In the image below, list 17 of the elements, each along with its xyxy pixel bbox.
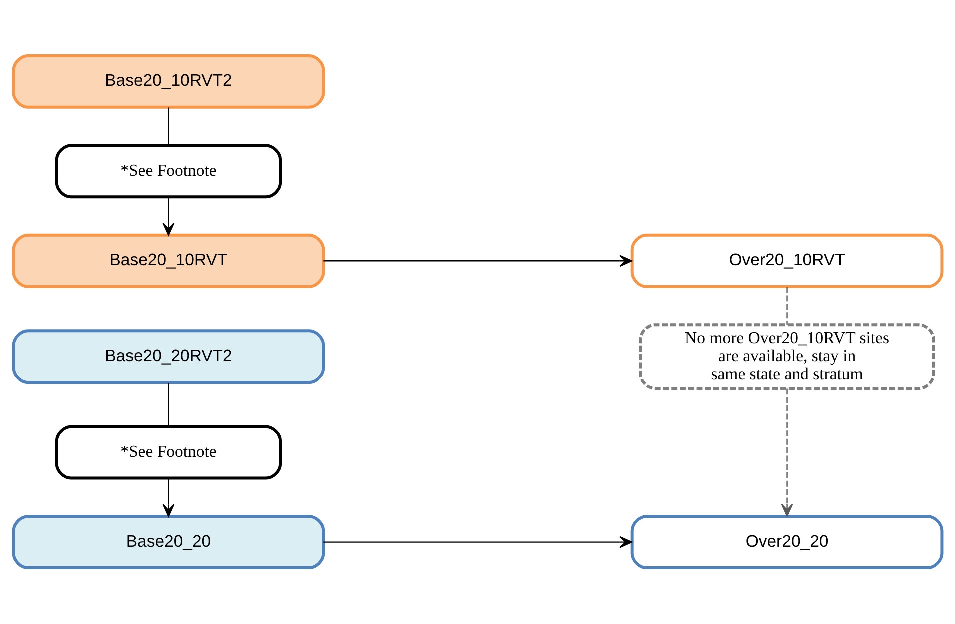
node-box: *See Footnote	[54, 144, 282, 199]
node-box: Over20_20	[630, 515, 944, 570]
arrow	[162, 478, 174, 518]
connector	[168, 383, 169, 427]
node-box: *See Footnote	[54, 425, 282, 480]
node-box: Base20_20	[12, 515, 325, 570]
node-box: Base20_10RVT	[12, 234, 325, 288]
node-box: No more Over20_10RVT sites are available, stay in same state and stratum	[638, 324, 935, 390]
node-box: Base20_20RVT2	[12, 330, 325, 384]
arrow	[323, 255, 632, 268]
arrow	[162, 197, 174, 236]
arrow	[780, 388, 793, 517]
node-box: Over20_10RVT	[630, 234, 944, 288]
arrow	[323, 536, 632, 548]
node-box: Base20_10RVT2	[12, 54, 325, 109]
connector	[786, 287, 788, 325]
connector	[168, 108, 169, 146]
